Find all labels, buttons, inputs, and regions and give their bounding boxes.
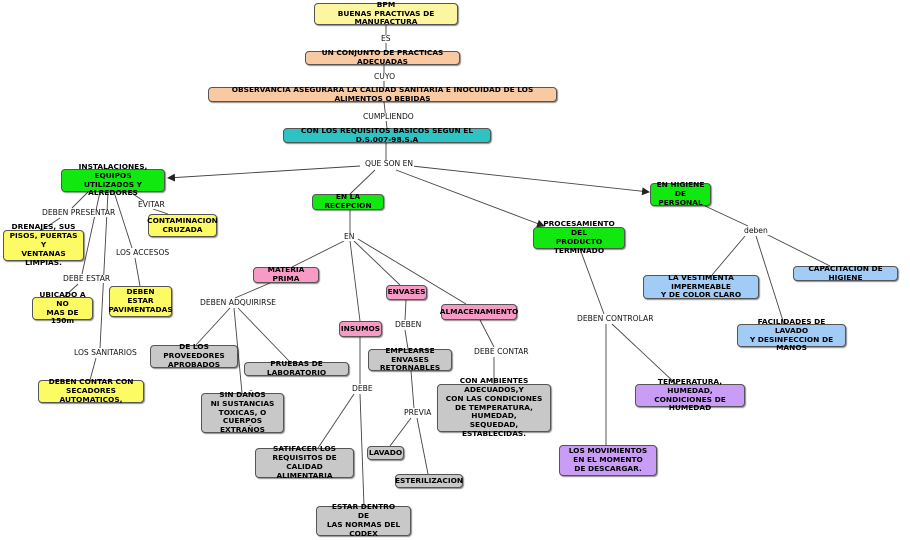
node-codex[interactable]: ESTAR DENTRO DE LAS NORMAS DEL CODEX (316, 502, 411, 538)
link-inst-evitar (129, 191, 146, 203)
link-queson-higiene (411, 165, 650, 196)
phrase-cuyo: CUYO (373, 72, 397, 81)
link-inst-accesos (113, 191, 133, 249)
node-instalaciones[interactable]: INSTALACIONES, EQUIPOS UTILIZADOS Y ALRE… (61, 162, 165, 197)
link-queson-procesamiento (395, 169, 545, 228)
node-requisitos[interactable]: CON LOS REQUISITOS BASICOS SEGUN EL D.S.… (283, 126, 491, 143)
node-materia[interactable]: MATERIA PRIMA (253, 265, 319, 283)
node-ambientes[interactable]: CON AMBIENTES ADECUADOS,Y CON LAS CONDIC… (437, 376, 551, 438)
link-adquirirse-proveedores (195, 307, 231, 346)
phrase-deben: DEBEN (394, 320, 423, 329)
node-emplearse[interactable]: EMPLEARSE ENVASES RETORNABLES (368, 346, 452, 372)
node-almacenamiento[interactable]: ALMACENAMIENTO (440, 304, 518, 320)
link-inst-debeestar (81, 191, 101, 275)
node-pruebas[interactable]: PRUEBAS DE LABORATORIO (244, 359, 349, 377)
link-en-envases (353, 240, 401, 286)
node-capacitacion[interactable]: CAPACITACION DE HIGIENE (793, 264, 898, 281)
phrase-es: ES (380, 34, 392, 43)
link-deben-emplearse (404, 329, 409, 350)
link-debeestar-ubicado (63, 283, 79, 298)
phrase-debe-estar: DEBE ESTAR (62, 274, 112, 283)
link-evitar-contaminacion (152, 208, 169, 215)
link-accesos-pavimentadas (134, 257, 141, 287)
phrase-debe-contar: DEBE CONTAR (473, 347, 530, 356)
link-en-materia (291, 240, 345, 268)
link-en-almacenamiento (357, 238, 467, 305)
phrase-deben-controlar: DEBEN CONTROLAR (576, 314, 655, 323)
node-vestimenta[interactable]: LA VESTIMENTA IMPERMEABLE Y DE COLOR CLA… (643, 273, 759, 299)
link-materia-adquirirse (234, 282, 271, 299)
link-en-insumos (349, 240, 361, 322)
node-observancia[interactable]: OBSERVANCIA ASEGURARA LA CALIDAD SANITAR… (208, 85, 557, 102)
phrase-deben-presentar: DEBEN PRESENTAR (41, 208, 117, 217)
phrase-deben-adquirirse: DEBEN ADQUIRIRSE (199, 298, 277, 307)
link-previa-esterilizacion (416, 417, 429, 475)
node-drenajes[interactable]: DRENAJES, SUS PISOS, PUERTAS Y VENTANAS … (3, 222, 84, 267)
link-debe-satisfacer (317, 393, 355, 449)
node-proveedores[interactable]: DE LOS PROVEEDORES APROBADOS (150, 342, 238, 369)
link-emplearse-previa (410, 370, 415, 409)
link-deben-facilidades (755, 235, 785, 325)
link-proc-controlar (579, 248, 605, 315)
link-sanitarios-secadores (89, 357, 97, 381)
link-higiene-deben (704, 205, 749, 227)
node-bpm[interactable]: BPM BUENAS PRACTIVAS DE MANUFACTURA (314, 0, 458, 26)
link-presentar-drenajes (41, 217, 61, 231)
phrase-los-sanitarios: LOS SANITARIOS (73, 348, 138, 357)
node-temperatura[interactable]: TEMPERATURA, HUMEDAD, CONDICIONES DE HUM… (635, 377, 745, 412)
node-higiene[interactable]: EN HIGIENE DE PERSONAL (650, 180, 711, 207)
node-conjunto[interactable]: UN CONJUNTO DE PRACTICAS ADECUADAS (305, 48, 460, 66)
phrase-en: EN (343, 232, 356, 241)
node-procesamiento[interactable]: PROCESAMIENTO DEL PRODUCTO TERMINADO (533, 219, 625, 255)
node-insumos[interactable]: INSUMOS (339, 321, 382, 337)
link-queson-instalaciones (167, 165, 361, 182)
phrase-debe: DEBE (351, 384, 374, 393)
node-pavimentadas[interactable]: DEBEN ESTAR PAVIMENTADAS (108, 286, 173, 317)
phrase-previa: PREVIA (403, 408, 433, 417)
node-recepcion[interactable]: EN LA RECEPCION (312, 192, 384, 210)
node-esterilizacion[interactable]: ESTERILIZACION (395, 474, 463, 488)
node-ubicado[interactable]: UBICADO A NO MAS DE 150m (32, 290, 93, 325)
link-deben-vestimenta (711, 235, 746, 276)
node-secadores[interactable]: DEBEN CONTAR CON SECADORES AUTOMATICOS, (38, 377, 144, 404)
link-queson-recepcion (349, 169, 376, 195)
link-adquirirse-sindanos (233, 307, 243, 394)
link-deben-capacitacion (765, 233, 831, 267)
node-lavado[interactable]: LAVADO (367, 446, 404, 460)
node-facilidades[interactable]: FACILIDADES DE LAVADO Y DESINFECCION DE … (737, 317, 846, 352)
node-envases[interactable]: ENVASES (386, 285, 427, 300)
link-inst-sanitarios (99, 191, 109, 349)
phrase-deben-lower: deben (743, 226, 769, 235)
node-satisfacer[interactable]: SATIFACER LOS REQUISITOS DE CALIDAD ALIM… (255, 444, 354, 480)
link-envases-deben (404, 299, 407, 321)
phrase-cumpliendo: CUMPLIENDO (362, 112, 415, 121)
link-controlar-temperatura (611, 323, 677, 385)
node-sin-danos[interactable]: SIN DAÑOS NI SUSTANCIAS TOXICAS, O CUERP… (201, 390, 284, 434)
link-alm-debecontar (479, 319, 495, 348)
phrase-los-accesos: LOS ACCESOS (115, 248, 171, 257)
link-debe-codex (359, 393, 365, 507)
link-adquirirse-pruebas (237, 307, 291, 363)
node-movimientos[interactable]: LOS MOVIMIENTOS EN EL MOMENTO DE DESCARG… (559, 445, 657, 476)
link-previa-lavado (389, 417, 412, 447)
link-inst-presentar (71, 191, 89, 209)
phrase-evitar: EVITAR (137, 200, 166, 209)
phrase-que-son-en: QUE SON EN (364, 159, 415, 168)
node-contaminacion[interactable]: CONTAMINACION CRUZADA (147, 214, 218, 237)
